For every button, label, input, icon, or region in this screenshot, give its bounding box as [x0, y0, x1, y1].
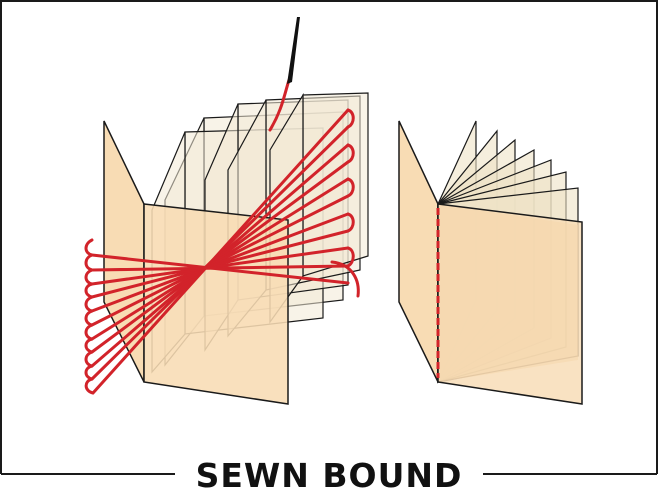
- right-illustration-book: [398, 120, 583, 405]
- sewing-thread: [84, 78, 360, 395]
- right-front-cover: [437, 203, 583, 405]
- needle-icon: [287, 17, 300, 84]
- right-back-cover: [398, 120, 439, 383]
- diagram-title: SEWN BOUND: [195, 456, 463, 495]
- frame-border: [0, 0, 658, 475]
- left-illustration-sewing: [84, 17, 369, 405]
